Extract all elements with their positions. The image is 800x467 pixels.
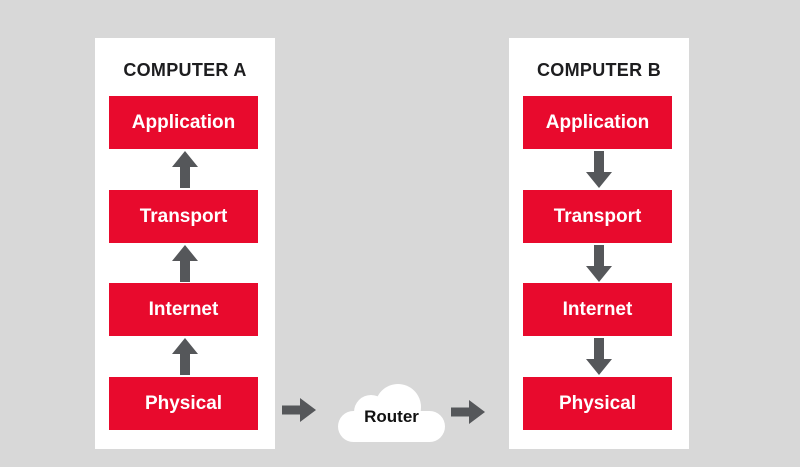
right-arrow-icon xyxy=(282,398,316,422)
layer-box-application-a: Application xyxy=(109,96,258,149)
layer-box-application-b: Application xyxy=(523,96,672,149)
up-arrow-icon xyxy=(172,338,198,375)
down-arrow-icon xyxy=(586,245,612,282)
router-cloud: Router xyxy=(338,384,445,442)
computer-a-panel: COMPUTER A Application Transport Interne… xyxy=(95,38,275,449)
computer-b-title: COMPUTER B xyxy=(537,60,661,80)
layer-box-transport-b: Transport xyxy=(523,190,672,243)
router-label: Router xyxy=(364,407,419,426)
down-arrow-icon xyxy=(586,338,612,375)
layer-box-physical-b: Physical xyxy=(523,377,672,430)
computer-b-panel: COMPUTER B Application Transport Interne… xyxy=(509,38,689,449)
up-arrow-icon xyxy=(172,245,198,282)
computer-a-title: COMPUTER A xyxy=(123,60,247,80)
layer-box-transport-a: Transport xyxy=(109,190,258,243)
down-arrow-icon xyxy=(586,151,612,188)
layer-box-physical-a: Physical xyxy=(109,377,258,430)
layer-box-internet-a: Internet xyxy=(109,283,258,336)
cloud-icon xyxy=(338,384,445,442)
up-arrow-icon xyxy=(172,151,198,188)
layer-box-internet-b: Internet xyxy=(523,283,672,336)
right-arrow-icon xyxy=(451,400,485,424)
